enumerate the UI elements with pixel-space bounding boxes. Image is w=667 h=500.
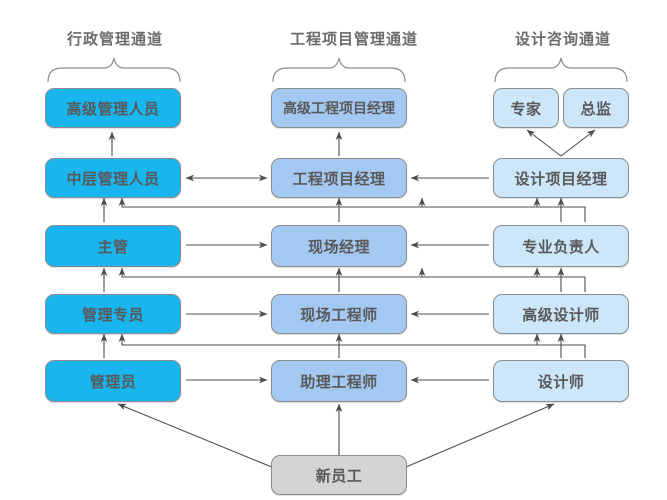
node-engineering-level-4[interactable]: 现场工程师 <box>271 294 407 334</box>
node-admin-level-4[interactable]: 管理专员 <box>45 294 181 334</box>
node-design-specialist-lead[interactable]: 专业负责人 <box>493 225 629 267</box>
rail-r4-to-r3-left <box>118 267 586 292</box>
node-admin-level-5[interactable]: 管理员 <box>45 360 181 402</box>
node-admin-level-3[interactable]: 主管 <box>45 225 181 267</box>
node-design-expert[interactable]: 专家 <box>493 88 559 128</box>
node-design-senior-designer[interactable]: 高级设计师 <box>493 294 629 334</box>
node-design-project-manager[interactable]: 设计项目经理 <box>493 158 629 198</box>
arrow-entry-to-design <box>398 403 555 471</box>
node-engineering-level-3[interactable]: 现场经理 <box>271 225 407 267</box>
lane-title-engineering: 工程项目管理通道 <box>289 31 418 48</box>
arrow-entry-to-admin <box>117 403 280 471</box>
node-admin-level-2[interactable]: 中层管理人员 <box>45 158 181 198</box>
node-engineering-level-2[interactable]: 工程项目经理 <box>271 158 407 198</box>
node-engineering-level-1[interactable]: 高级工程项目经理 <box>271 88 407 128</box>
rail-r5-to-r4-left <box>118 333 586 358</box>
arrow-design-mgr-to-director <box>560 129 596 157</box>
node-admin-level-1[interactable]: 高级管理人员 <box>45 88 181 128</box>
node-design-designer[interactable]: 设计师 <box>493 360 629 402</box>
brace-admin <box>47 57 181 83</box>
node-design-director[interactable]: 总监 <box>563 88 629 128</box>
node-engineering-level-5[interactable]: 助理工程师 <box>271 360 407 402</box>
node-new-employee[interactable]: 新员工 <box>271 455 407 495</box>
rail-r3-to-r2-left <box>118 197 586 222</box>
brace-engineering <box>272 57 406 83</box>
arrow-design-mgr-to-expert <box>526 129 562 157</box>
brace-design <box>494 57 628 83</box>
lane-title-design: 设计咨询通道 <box>514 31 611 48</box>
lane-title-admin: 行政管理通道 <box>66 31 163 48</box>
